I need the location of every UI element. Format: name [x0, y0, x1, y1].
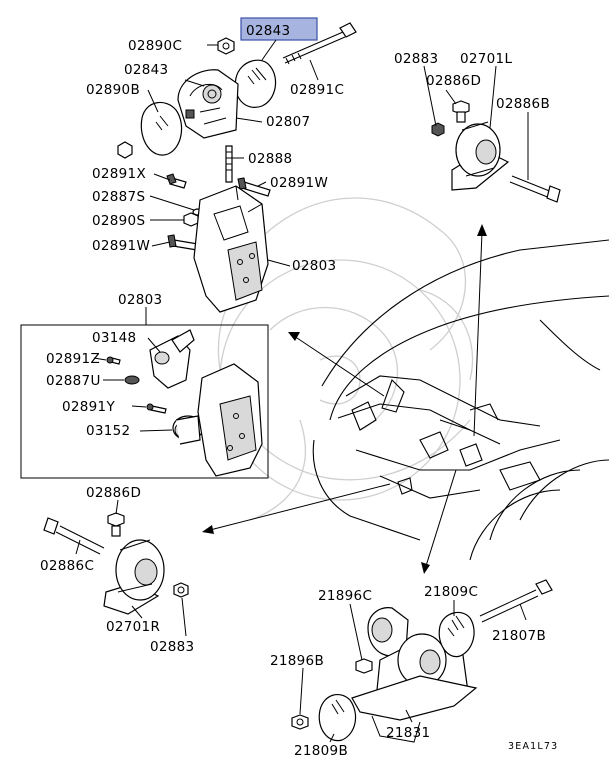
- label-21809b[interactable]: 21809B: [294, 743, 348, 759]
- label-02886d-b[interactable]: 02886D: [86, 485, 141, 501]
- label-02888[interactable]: 02888: [248, 151, 292, 167]
- label-03148[interactable]: 03148: [92, 330, 136, 346]
- label-02701r[interactable]: 02701R: [106, 619, 160, 635]
- top-mount-group: [117, 17, 357, 313]
- label-02807[interactable]: 02807: [266, 114, 310, 130]
- label-02803-a[interactable]: 02803: [292, 258, 336, 274]
- label-02843[interactable]: 02843: [124, 62, 168, 78]
- label-02886d-a[interactable]: 02886D: [426, 73, 481, 89]
- label-21831[interactable]: 21831: [386, 725, 430, 741]
- label-02891y[interactable]: 02891Y: [62, 399, 115, 415]
- label-21807b[interactable]: 21807B: [492, 628, 546, 644]
- engine-bay-illustration: [312, 239, 609, 561]
- label-02887s[interactable]: 02887S: [92, 189, 145, 205]
- label-02883-b[interactable]: 02883: [150, 639, 194, 655]
- label-02891w-b[interactable]: 02891W: [92, 238, 150, 254]
- diagram-code: 3EA1L73: [508, 741, 558, 752]
- label-02890s[interactable]: 02890S: [92, 213, 145, 229]
- label-02891z[interactable]: 02891Z: [46, 351, 100, 367]
- label-02891x[interactable]: 02891X: [92, 166, 146, 182]
- label-21896c[interactable]: 21896C: [318, 588, 372, 604]
- label-02890c[interactable]: 02890C: [128, 38, 182, 54]
- label-02701l[interactable]: 02701L: [460, 51, 512, 67]
- bottom-left-mount-group: [43, 499, 189, 637]
- label-02843-highlight[interactable]: 02843: [246, 23, 290, 39]
- label-03152[interactable]: 03152: [86, 423, 130, 439]
- label-21809c[interactable]: 21809C: [424, 584, 478, 600]
- label-02891w-a[interactable]: 02891W: [270, 175, 328, 191]
- label-02883-a[interactable]: 02883: [394, 51, 438, 67]
- label-02886b[interactable]: 02886B: [496, 96, 550, 112]
- top-right-mount-group: [423, 65, 561, 203]
- label-21896b[interactable]: 21896B: [270, 653, 324, 669]
- detail-box-group: [20, 307, 269, 479]
- pointer-arrows: [202, 224, 487, 574]
- label-02891c[interactable]: 02891C: [290, 82, 344, 98]
- label-02803-b[interactable]: 02803: [118, 292, 162, 308]
- highlight-box[interactable]: [240, 17, 318, 41]
- label-02890b[interactable]: 02890B: [86, 82, 140, 98]
- label-02886c[interactable]: 02886C: [40, 558, 94, 574]
- bottom-right-mount-group: [291, 579, 553, 743]
- label-02887u[interactable]: 02887U: [46, 373, 101, 389]
- part-labels: 02843 02890C 02843 02890B 02891C 02807 0…: [40, 23, 558, 759]
